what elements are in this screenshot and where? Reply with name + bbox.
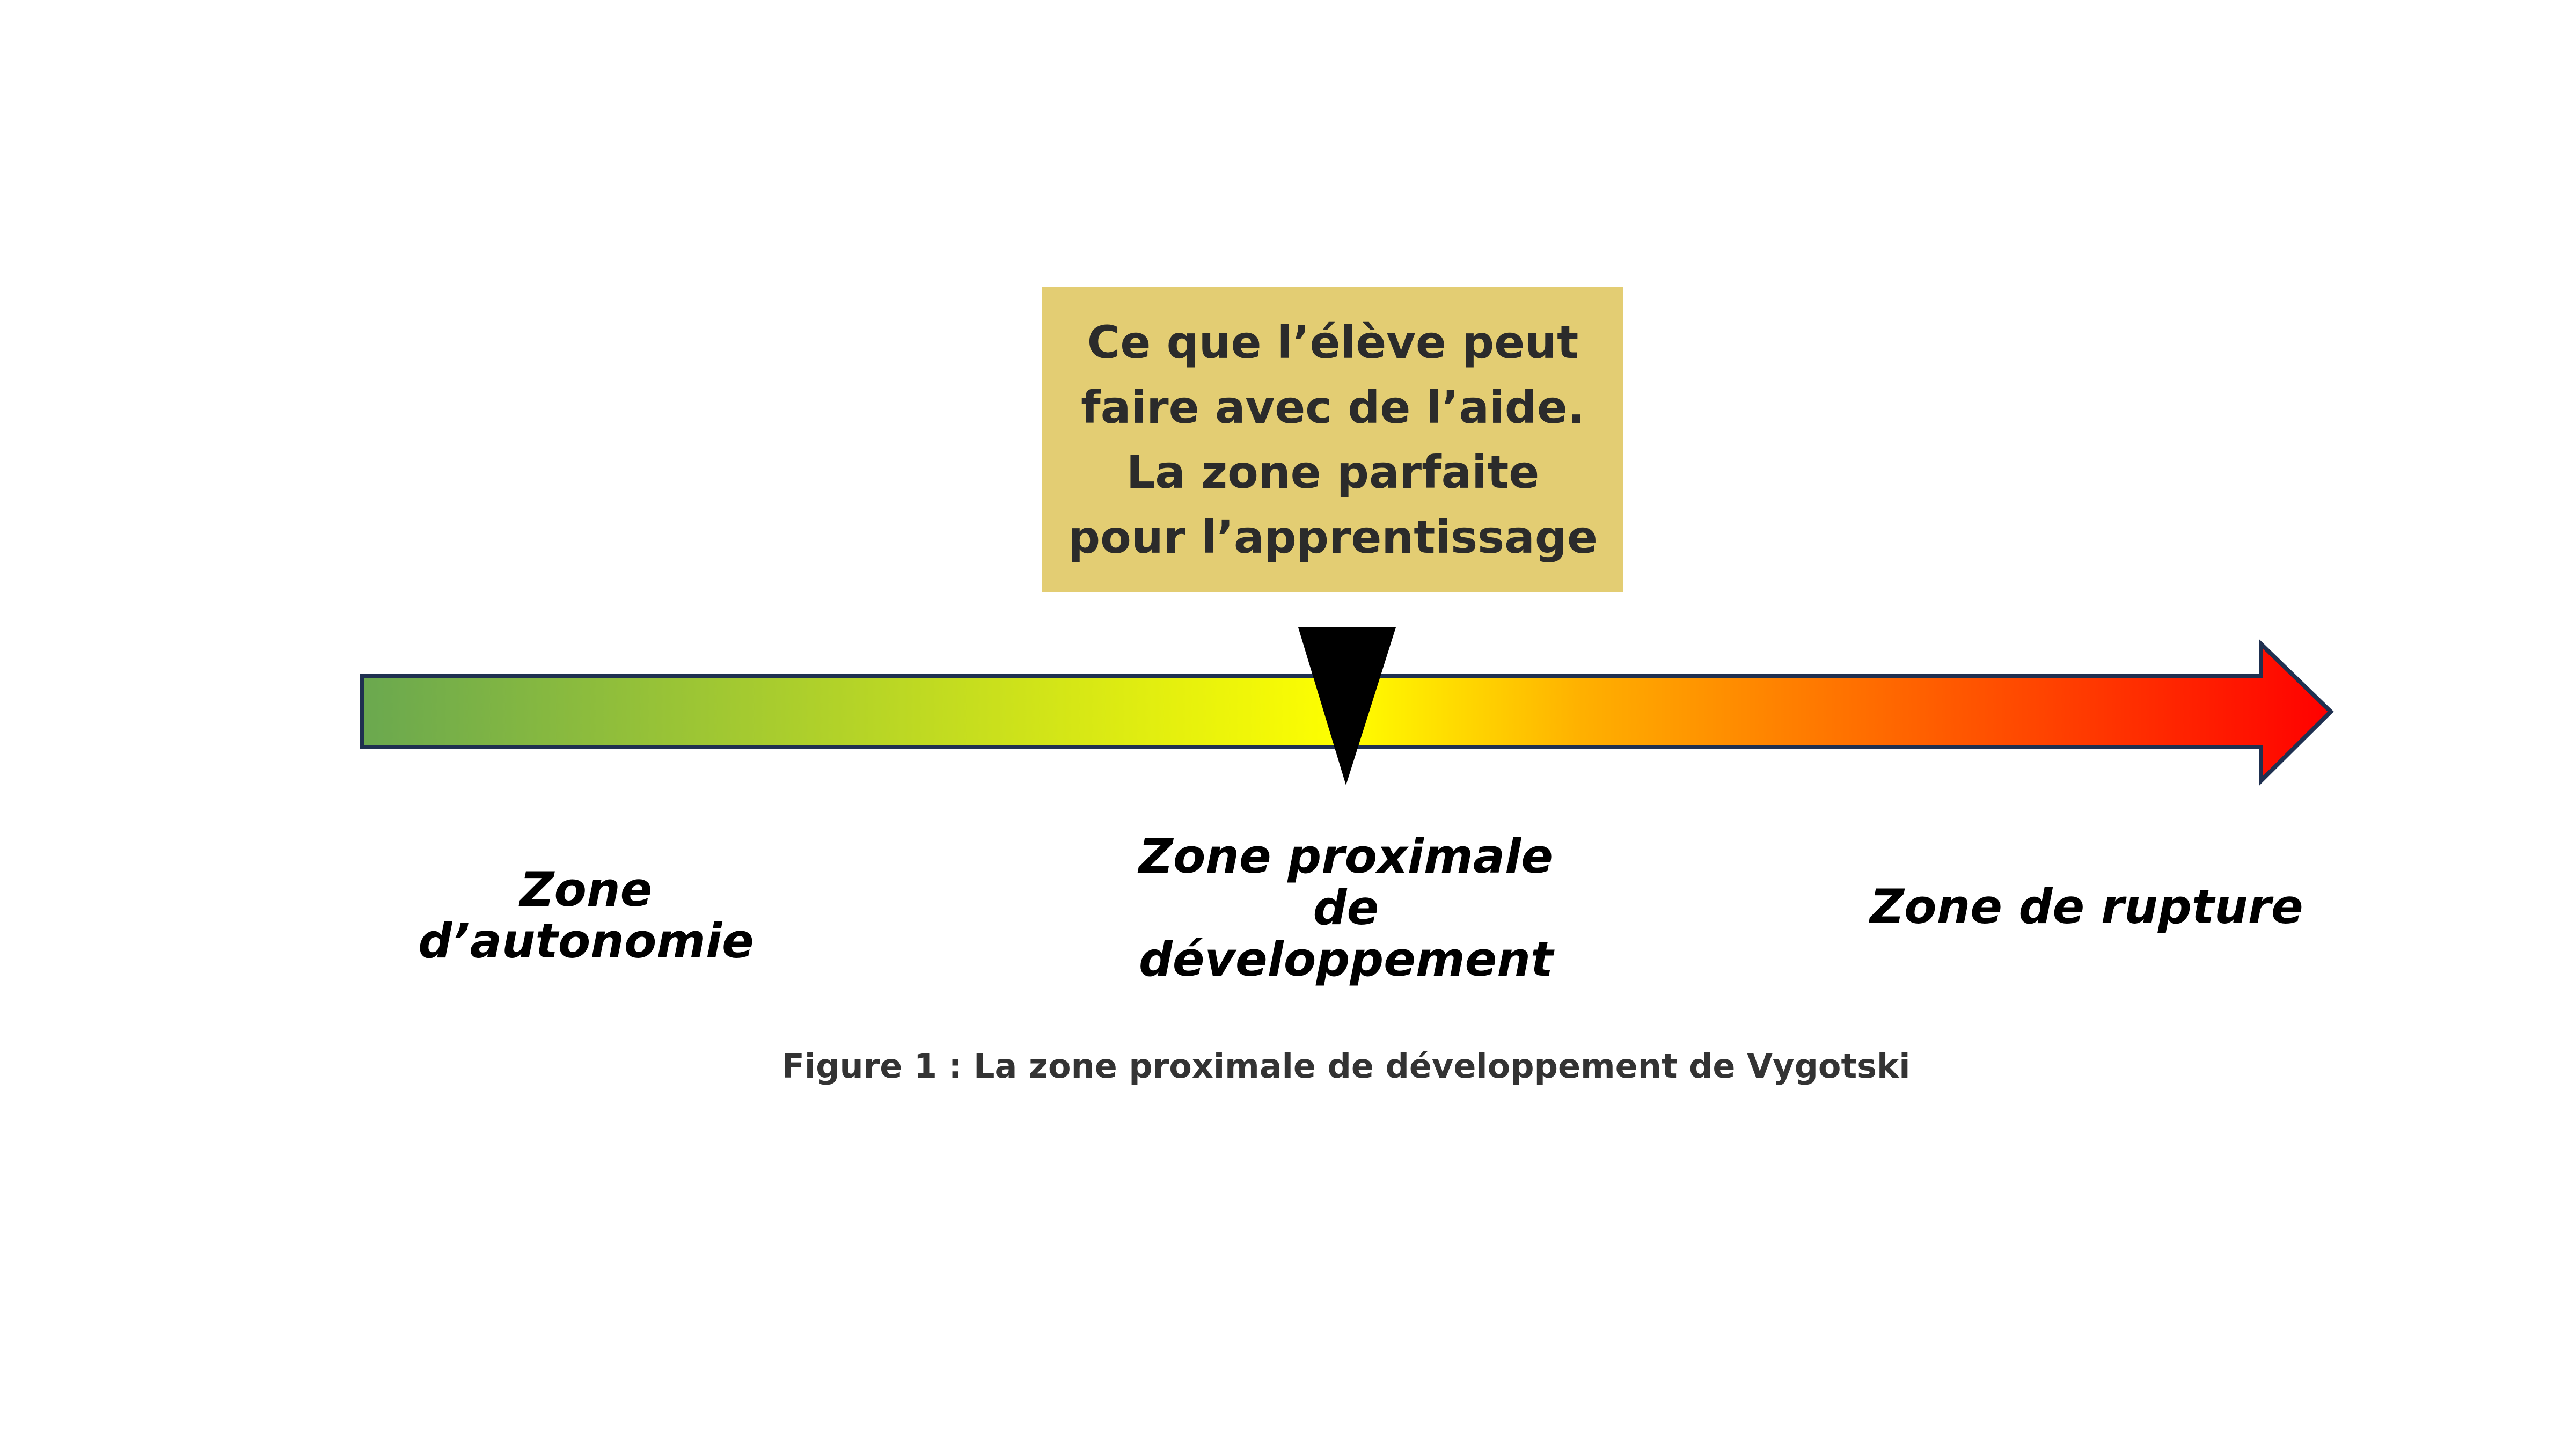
label-line: développement (1138, 932, 1554, 987)
position-marker-triangle (1298, 627, 1396, 785)
label-zone-autonomie: Zone d’autonomie (318, 864, 854, 967)
figure-caption: Figure 1 : La zone proximale de développ… (781, 1046, 1911, 1086)
callout-box: Ce que l’élève peut faire avec de l’aide… (1042, 287, 1623, 592)
label-zone-rupture: Zone de rupture (1870, 879, 2303, 934)
label-line: Zone proximale (1139, 829, 1553, 884)
label-line: Zone (519, 862, 653, 917)
label-line: d’autonomie (418, 913, 754, 969)
label-zone-proximale: Zone proximale de développement (1078, 831, 1614, 985)
callout-text: Ce que l’élève peut faire avec de l’aide… (1068, 316, 1598, 564)
label-line: de (1313, 880, 1379, 935)
